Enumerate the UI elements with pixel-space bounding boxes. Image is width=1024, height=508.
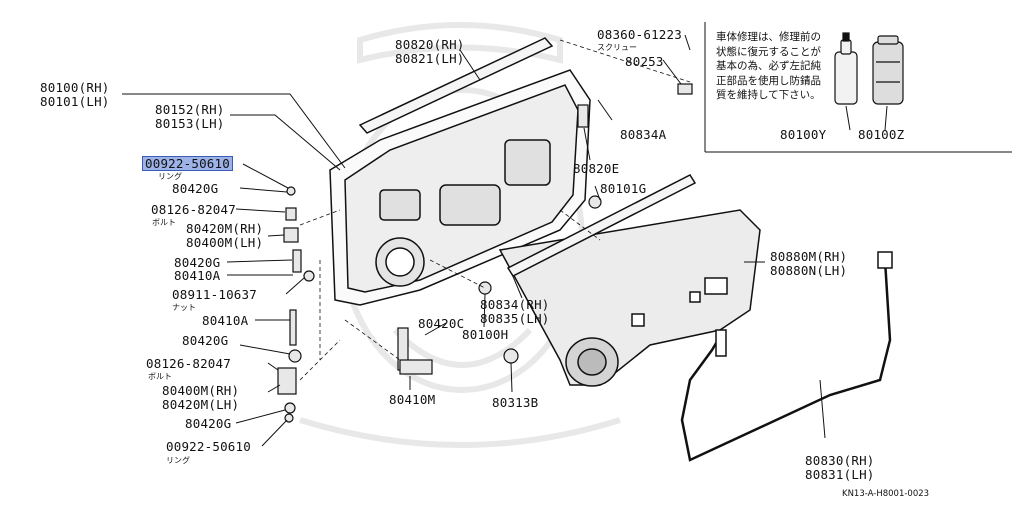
leader-lines	[122, 34, 888, 447]
ring-label-bottom: リング	[166, 456, 190, 465]
part-label-80830: 80830(RH)	[805, 453, 875, 468]
part-label-80400m-rh-2: 80400M(RH)	[162, 383, 240, 398]
part-label-80420g-4: 80420G	[185, 416, 232, 431]
bolt-label-1: ボルト	[152, 218, 176, 227]
figure-code: KN13-A-H8001-0023	[842, 489, 930, 499]
part-label-80152: 80152(RH)	[155, 102, 225, 117]
part-label-80100z: 80100Z	[858, 127, 905, 142]
note-line: 状態に復元することが	[716, 45, 821, 58]
part-label-80420m-rh-1: 80420M(RH)	[186, 221, 264, 236]
note-line: 正部品を使用し防錆品	[716, 74, 821, 87]
ring-label-top: リング	[158, 172, 182, 181]
part-label-80831: 80831(LH)	[805, 467, 875, 482]
door-trim-panel	[498, 209, 761, 387]
part-label-80410m: 80410M	[389, 392, 436, 407]
part-label-80253: 80253	[625, 54, 664, 69]
part-label-00922-bottom: 00922-50610	[166, 439, 251, 454]
part-label-80420g-2: 80420G	[174, 255, 221, 270]
note-line: 質を維持して下さい。	[716, 89, 821, 101]
spray-can-80100z	[872, 35, 904, 105]
belt-molding	[358, 37, 697, 277]
repair-note: 車体修理は、修理前の 状態に復元することが 基本の為、必ず左記純 正部品を使用し…	[716, 30, 834, 103]
part-label-80100: 80100(RH)	[40, 80, 110, 95]
part-label-80101: 80101(LH)	[40, 94, 110, 109]
part-label-08360: 08360-61223	[597, 27, 682, 42]
dashed-lines	[299, 39, 691, 381]
nut-label: ナット	[172, 303, 196, 312]
part-label-80880m: 80880M(RH)	[770, 249, 848, 264]
door-inner-panel	[329, 69, 591, 306]
part-label-80100h: 80100H	[462, 327, 509, 342]
part-label-80420g-3: 80420G	[182, 333, 229, 348]
hinge-parts	[277, 83, 693, 423]
part-label-80420m-lh-2: 80420M(LH)	[162, 397, 240, 412]
part-label-80410a-2: 80410A	[202, 313, 249, 328]
part-label-80100y: 80100Y	[780, 127, 827, 142]
part-label-80410a-1: 80410A	[174, 268, 221, 283]
note-box	[704, 22, 1012, 153]
weatherstrip-80830	[680, 251, 893, 462]
part-label-80101g: 80101G	[600, 181, 647, 196]
part-label-80834a: 80834A	[620, 127, 667, 142]
part-label-80821: 80821(LH)	[395, 51, 465, 66]
part-label-08126-1: 08126-82047	[151, 202, 236, 217]
part-label-08126-2: 08126-82047	[146, 356, 231, 371]
part-label-80420c: 80420C	[418, 316, 465, 331]
part-label-00922-top-highlighted[interactable]: 00922-50610	[142, 156, 233, 171]
note-line: 車体修理は、修理前の	[716, 31, 821, 43]
screw-label: スクリュー	[597, 43, 637, 52]
part-label-80820e: 80820E	[573, 161, 620, 176]
bolt-label-2: ボルト	[148, 372, 172, 381]
part-label-80400m-lh-1: 80400M(LH)	[186, 235, 264, 250]
part-label-08911: 08911-10637	[172, 287, 257, 302]
part-label-80820: 80820(RH)	[395, 37, 465, 52]
part-label-80313b: 80313B	[492, 395, 539, 410]
part-label-80834: 80834(RH)	[480, 297, 550, 312]
part-label-80420g-1: 80420G	[172, 181, 219, 196]
part-label-80835: 80835(LH)	[480, 311, 550, 326]
note-line: 基本の為、必ず左記純	[716, 60, 821, 72]
part-label-80153: 80153(LH)	[155, 116, 225, 131]
spray-can-80100y	[834, 32, 858, 105]
part-label-80880n: 80880N(LH)	[770, 263, 848, 278]
